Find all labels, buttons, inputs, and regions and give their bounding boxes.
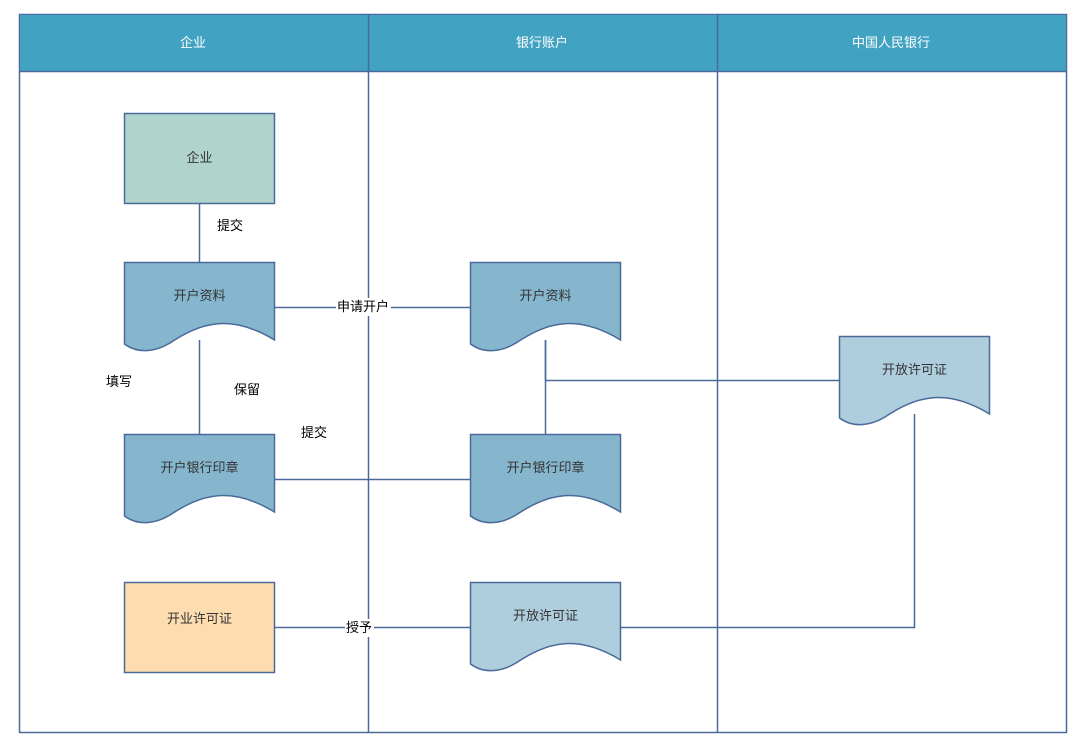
node-license-mid-label: 开放许可证 xyxy=(513,609,578,624)
lane-title-enterprise: 企业 xyxy=(180,35,206,51)
edge-label-grant-bg xyxy=(345,619,374,637)
node-seal-mid[interactable]: 开户银行印章 xyxy=(469,433,622,524)
edge-materials-mid-to-license-right xyxy=(544,340,840,382)
lane-title-bank-account: 银行账户 xyxy=(516,35,568,51)
edge-label-apply-bg xyxy=(336,298,391,316)
node-enterprise[interactable]: 企业 xyxy=(123,112,276,205)
node-materials-mid[interactable]: 开户资料 xyxy=(469,261,622,352)
edge-license-right-to-license-mid xyxy=(621,414,916,629)
node-license-right[interactable]: 开放许可证 xyxy=(838,335,991,426)
node-materials-mid-label: 开户资料 xyxy=(519,288,571,304)
node-seal-left-label: 开户银行印章 xyxy=(160,460,238,476)
node-license-left[interactable]: 开业许可证 xyxy=(123,581,276,674)
node-enterprise-label: 企业 xyxy=(186,150,212,166)
lane-header-bar xyxy=(20,15,1066,71)
node-materials-left[interactable]: 开户资料 xyxy=(123,261,276,352)
node-materials-left-label: 开户资料 xyxy=(173,288,225,304)
lane-title-central-bank: 中国人民银行 xyxy=(852,36,930,51)
edge-label-fill-in: 填写 xyxy=(106,375,132,390)
edge-label-retain: 保留 xyxy=(234,383,260,398)
node-license-left-label: 开业许可证 xyxy=(167,612,232,627)
node-seal-left[interactable]: 开户银行印章 xyxy=(123,433,276,524)
node-seal-mid-label: 开户银行印章 xyxy=(506,460,584,476)
edge-label-apply-open: 申请开户 xyxy=(337,299,389,315)
edge-label-grant: 授予 xyxy=(346,621,372,636)
node-license-mid[interactable]: 开放许可证 xyxy=(469,581,622,672)
edge-label-submit-mid: 提交 xyxy=(301,425,327,441)
edge-label-submit-top: 提交 xyxy=(217,218,243,234)
node-license-right-label: 开放许可证 xyxy=(882,363,947,378)
